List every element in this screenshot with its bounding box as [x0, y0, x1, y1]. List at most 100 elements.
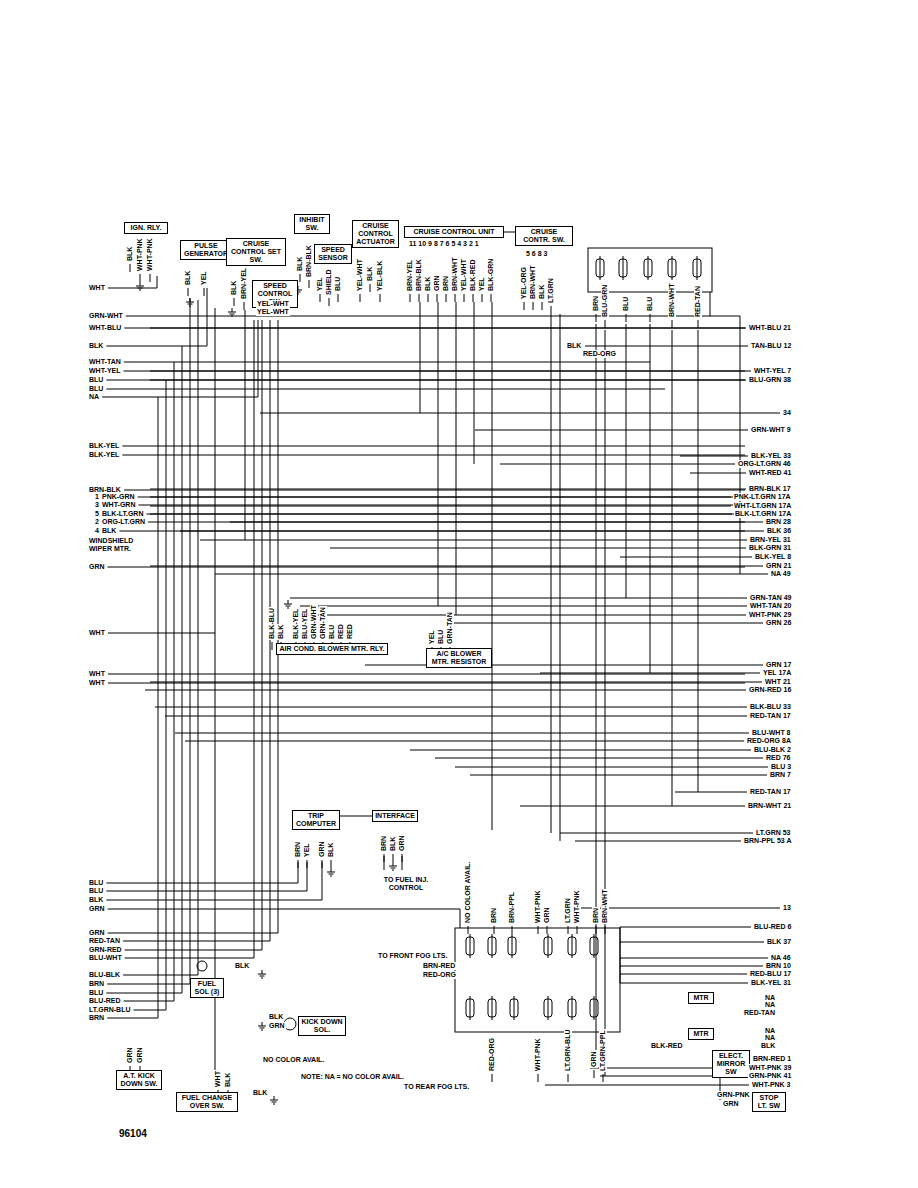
wire [605, 330, 606, 1076]
wire-label: BLU-YEL [301, 608, 309, 640]
wire-label: GRN [433, 274, 441, 292]
wire [393, 854, 394, 862]
wire [410, 294, 411, 302]
fuse-element [672, 256, 673, 280]
wire [108, 674, 745, 675]
wire [402, 854, 403, 862]
wire-label: 4 [94, 527, 100, 535]
wire [150, 380, 746, 381]
wire [150, 371, 751, 372]
fuse-element [470, 996, 471, 1020]
component-box: FUEL SOL (3) [190, 978, 224, 998]
ground-symbol [284, 600, 292, 608]
component-box: AIR COND. BLOWER MTR. RLY. [276, 643, 388, 655]
component-name: FUEL SOL (3) [193, 980, 221, 996]
wire-label: TO FUEL INJ. CONTROL [378, 876, 434, 892]
component-name: MTR [691, 1030, 711, 1038]
fuse-element [697, 256, 698, 280]
wire-label: BLU-RED 6 [753, 923, 792, 931]
wire-label: BLU-GRN 38 [748, 376, 792, 384]
wire-label: WHT-PNK 29 [748, 611, 792, 619]
wire-label: BRN-YEL 31 [749, 536, 792, 544]
wire-label: NA [764, 1001, 776, 1009]
wire [585, 346, 748, 347]
wire-label: RED-ORG [488, 1037, 496, 1072]
wire-label: YEL [478, 276, 486, 292]
wire-label: BLK [366, 266, 374, 282]
wire [330, 548, 746, 549]
wire [380, 294, 381, 302]
fuse-symbol [693, 256, 701, 280]
wire-label: YEL [303, 842, 311, 858]
wire [145, 690, 746, 691]
wire [538, 1074, 539, 1082]
fuse-symbol [596, 256, 604, 280]
wire-label: BLK [230, 280, 238, 296]
wire-label: 13 [782, 904, 792, 912]
wire-label: YEL-WHT [460, 258, 468, 292]
wire-label: WINDSHIELD WIPER MTR. [88, 537, 142, 553]
wire-label: LT.GRN-PPL [599, 1029, 607, 1072]
wire-label: GRN 21 [765, 562, 792, 570]
wire [596, 926, 597, 934]
wire-label: BRN [88, 980, 105, 988]
wire-label: YEL [428, 629, 436, 645]
wire [568, 926, 569, 934]
component-box: CRUISE CONTROL SET SW. [226, 238, 286, 266]
wire-label: WHT-BLU [88, 324, 122, 332]
component-box: ELECT. MIRROR SW [712, 1050, 750, 1078]
wire [138, 505, 745, 506]
wire-label: BLK-BLU 33 [749, 703, 792, 711]
ground-symbol [389, 862, 397, 870]
wire [106, 891, 307, 892]
wire [140, 274, 141, 282]
wire-label: WHT [88, 629, 106, 637]
wire [596, 324, 597, 1068]
fuse-block [455, 928, 620, 1032]
wire [260, 413, 780, 414]
wire-label: PNK-LT.GRN 17A [733, 493, 792, 501]
wire-label: BRN-BLK [305, 244, 313, 278]
wire-label: BRN [294, 841, 302, 858]
wire-label: 1 [94, 493, 100, 501]
wire [338, 294, 339, 302]
wire [215, 633, 216, 1072]
fuse-symbol [488, 996, 496, 1020]
fuse-symbol [488, 934, 496, 958]
wire-label: BLK [538, 284, 546, 300]
ground-symbol [228, 308, 236, 316]
wire-label: BRN-YEL [406, 259, 414, 292]
wire-label: YEL-WHT [256, 300, 290, 308]
wire-label: SHIELD [325, 268, 333, 296]
wire-label: GRN-TAN 49 [749, 594, 792, 602]
fuse-element [470, 934, 471, 958]
wire [545, 1085, 749, 1086]
fuse-element [512, 934, 513, 958]
wire-label: BLK [296, 256, 304, 272]
wire [650, 314, 651, 322]
wire-label: RED-TAN 17 [749, 712, 792, 720]
wire-label: GRN [88, 905, 106, 913]
wire [290, 598, 747, 599]
wire [698, 320, 699, 328]
wire [125, 958, 254, 959]
wire-label: BLK-RED [469, 259, 477, 293]
wire [245, 310, 246, 540]
wire [258, 320, 259, 397]
wire [605, 926, 606, 934]
wire [538, 926, 539, 934]
wire-label: WHT-TAN [88, 358, 122, 366]
wire [123, 941, 270, 942]
wire [262, 320, 263, 950]
wire [650, 324, 651, 673]
wire-label: BLK [88, 896, 104, 904]
wire [464, 294, 465, 302]
wire [494, 926, 495, 934]
wire [672, 320, 673, 328]
wire-label: RED-TAN [694, 285, 702, 318]
wire-label: GRN-WHT [310, 604, 318, 640]
wire [146, 514, 745, 515]
wire-label: NOTE: NA = NO COLOR AVAIL. [300, 1073, 405, 1081]
wire-label: BLK [760, 1042, 776, 1050]
wire [482, 294, 483, 302]
